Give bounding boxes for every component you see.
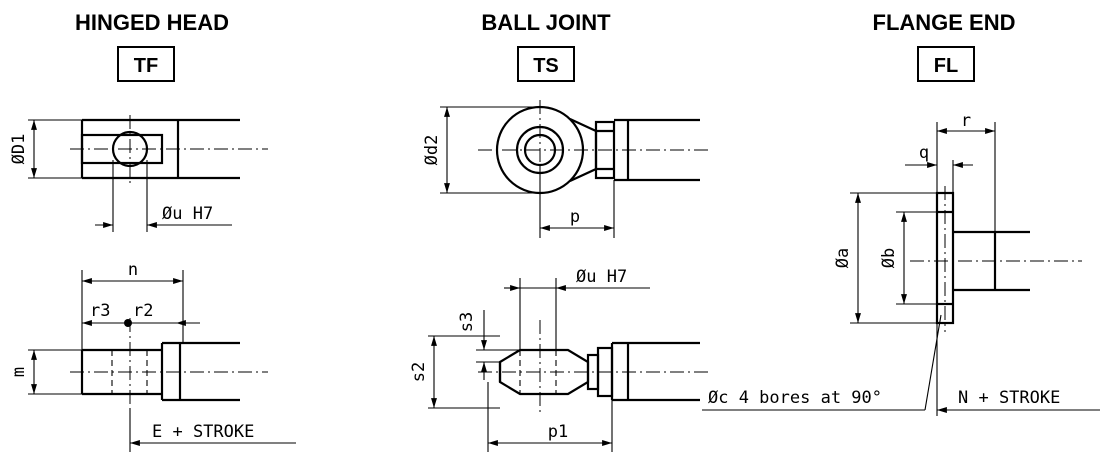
dim-p: p bbox=[570, 207, 580, 227]
flange-end-view: r q Øa Øb Øc 4 bores at 90° N + STROKE bbox=[702, 111, 1100, 416]
fl-code: FL bbox=[934, 55, 958, 77]
ts-code: TS bbox=[533, 55, 559, 77]
dim-r2: r2 bbox=[133, 301, 153, 321]
flange-end-title: FLANGE END bbox=[873, 10, 1016, 35]
dim-a: Øa bbox=[833, 248, 853, 268]
dim-s2: s2 bbox=[409, 362, 429, 382]
dim-u-h7-tf: Øu H7 bbox=[162, 204, 213, 224]
ball-joint-side-view: Øu H7 s3 s2 p1 bbox=[409, 267, 712, 452]
dim-b: Øb bbox=[879, 248, 899, 268]
fl-code-box bbox=[917, 46, 975, 82]
flange-end-section: FLANGE END FL r q bbox=[702, 10, 1100, 416]
dim-d1: ØD1 bbox=[9, 134, 29, 165]
dim-s3: s3 bbox=[457, 312, 477, 332]
dim-n-stroke: N + STROKE bbox=[958, 388, 1060, 408]
ts-code-box bbox=[517, 46, 575, 82]
dim-q: q bbox=[919, 143, 929, 163]
tf-code-box bbox=[117, 46, 175, 82]
hinged-head-top-view: ØD1 Øu H7 bbox=[9, 115, 268, 232]
dim-r: r bbox=[961, 111, 971, 131]
dim-r3: r3 bbox=[90, 301, 110, 321]
tf-code: TF bbox=[134, 55, 158, 77]
ball-joint-title: BALL JOINT bbox=[481, 10, 611, 35]
hinged-head-title: HINGED HEAD bbox=[75, 10, 229, 35]
dim-p1: p1 bbox=[548, 422, 568, 442]
dim-d2: Ød2 bbox=[422, 135, 442, 166]
dim-c-bores: Øc 4 bores at 90° bbox=[708, 388, 882, 408]
dim-e-stroke: E + STROKE bbox=[152, 422, 254, 442]
ball-joint-top-view: Ød2 p bbox=[422, 100, 712, 238]
dim-m: m bbox=[9, 367, 29, 377]
ball-joint-section: BALL JOINT TS Ød2 bbox=[409, 10, 712, 452]
hinged-head-section: HINGED HEAD TF ØD1 Øu H7 bbox=[9, 10, 296, 452]
dim-u-h7-ts: Øu H7 bbox=[576, 267, 627, 287]
hinged-head-side-view: n r3 r2 m E + STROKE bbox=[9, 260, 296, 452]
dim-n: n bbox=[128, 260, 138, 280]
